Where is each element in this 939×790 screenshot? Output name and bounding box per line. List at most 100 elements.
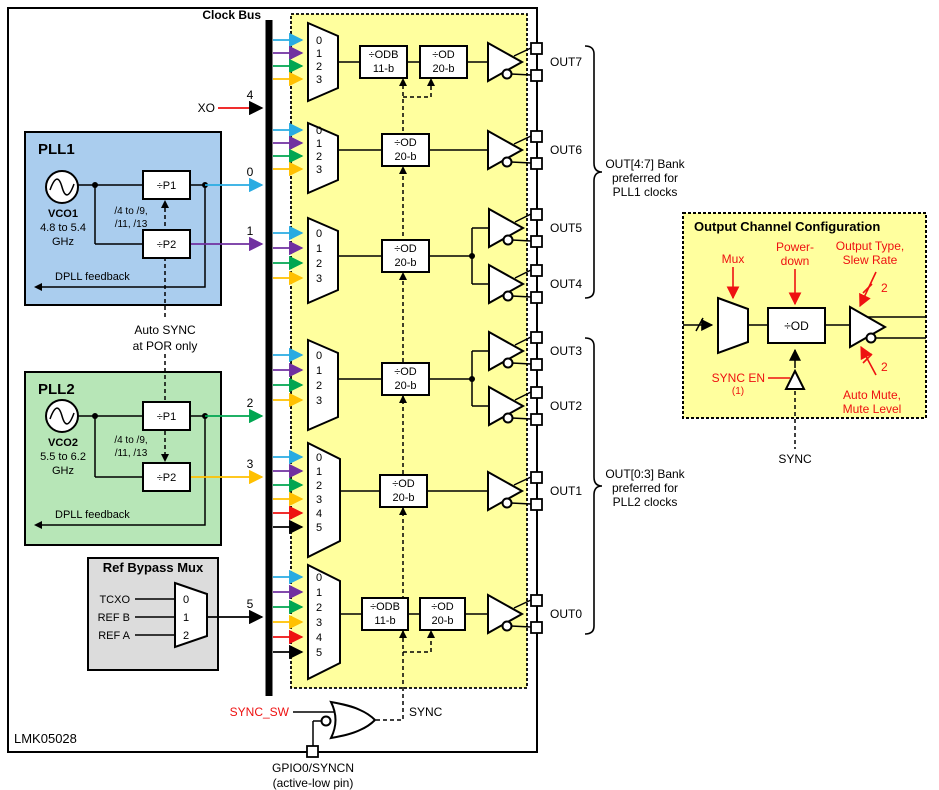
- mux-port: 0: [316, 572, 322, 584]
- sync-or-gate: [329, 700, 377, 740]
- divider-label: ÷OD: [431, 601, 454, 613]
- mux-port: 1: [316, 365, 322, 377]
- mux-port: 5: [316, 647, 322, 659]
- out0-pin-p: [530, 594, 543, 607]
- mux-port: 2: [316, 61, 322, 73]
- ref-mux-title: Ref Bypass Mux: [103, 560, 204, 575]
- xo-input: XO 4: [198, 88, 264, 116]
- pll2-p2-label: ÷P2: [157, 472, 177, 484]
- divider-label: 20-b: [431, 615, 453, 627]
- pll1-block: [24, 131, 222, 306]
- out5-pin-n: [530, 235, 543, 248]
- out1-pin-p: [530, 471, 543, 484]
- bus-tap-1: 1: [247, 224, 254, 238]
- pll2-pdiv-line1: /4 to /9,: [114, 435, 147, 446]
- occ-od-label: ÷OD: [784, 319, 809, 333]
- mux-port: 3: [316, 494, 322, 506]
- occ-od-divider: [767, 307, 826, 344]
- mux-port: 0: [316, 350, 322, 362]
- ref-mux-port-1: 1: [183, 612, 189, 624]
- out0-od-divider: [419, 597, 466, 631]
- divider-label: ÷OD: [394, 243, 417, 255]
- pll1-feedback-label: DPLL feedback: [55, 271, 130, 283]
- divider-label: 20-b: [394, 151, 416, 163]
- bank-out03-brace: [584, 337, 603, 635]
- bus-tap-3: 3: [247, 457, 254, 471]
- occ-sync-label: SYNC: [778, 452, 812, 466]
- mux-port: 1: [316, 48, 322, 60]
- bank-out03-line1: OUT[0:3] Bank: [605, 467, 685, 481]
- channel-out0: 0 1 2 3 4 5 ÷ODB 11-b ÷OD 20-b OUT0: [307, 563, 582, 681]
- out0-mux: [307, 563, 341, 681]
- pll2-p2-divider: [142, 462, 191, 492]
- ref-mux-port-0: 0: [183, 594, 189, 606]
- out2-buffer-inv-bubble: [502, 412, 514, 424]
- sync-distribution-line: [376, 78, 435, 721]
- out3-out2-od-divider: [381, 362, 430, 396]
- clock-bus-label: Clock Bus: [202, 8, 261, 22]
- occ-mute-bus-slash: [862, 353, 873, 364]
- divider-label: 20-b: [394, 257, 416, 269]
- vco1-range-line1: 4.8 to 5.4: [40, 222, 86, 234]
- mux-port: 4: [316, 508, 322, 520]
- occ-input-bus-slash: [695, 317, 704, 332]
- vco1-label: VCO1: [48, 208, 78, 220]
- out0-label: OUT0: [550, 607, 582, 621]
- out6-pin-n: [530, 157, 543, 170]
- pll2-pdiv-line2: /11, /13: [115, 448, 148, 459]
- out7-label: OUT7: [550, 55, 582, 69]
- vco1-sine-icon: [49, 178, 75, 196]
- occ-mute-arrow: [860, 345, 877, 376]
- ref-input-tcxo: TCXO: [99, 594, 130, 606]
- out6-od-divider: [381, 133, 430, 167]
- mux-port: 5: [316, 522, 322, 534]
- out3-label: OUT3: [550, 344, 582, 358]
- divider-label: ÷OD: [392, 478, 415, 490]
- ref-mux-selector: [174, 581, 208, 649]
- gpio-invert-bubble: [320, 715, 332, 727]
- divider-label: 20-b: [392, 492, 414, 504]
- pll2-p1-label: ÷P1: [157, 411, 177, 423]
- pll2-feedback-label: DPLL feedback: [55, 509, 130, 521]
- vco2-sine-icon: [49, 407, 75, 425]
- sync-sw-label: SYNC_SW: [230, 705, 290, 719]
- pll1-p2-label: ÷P2: [157, 239, 177, 251]
- bank-out47-line3: PLL1 clocks: [613, 185, 678, 199]
- occ-auto-mute-line2: Mute Level: [843, 402, 902, 416]
- mux-port: 1: [316, 466, 322, 478]
- out3-out2-mux: [307, 338, 339, 432]
- occ-title: Output Channel Configuration: [694, 219, 880, 234]
- occ-sync-buffer: [784, 368, 806, 390]
- occ-powerdown-line2: down: [781, 254, 810, 268]
- out1-od-divider: [379, 474, 428, 508]
- channel-out7: 0 1 2 3 ÷ODB 11-b ÷OD 20-b OUT7: [307, 21, 582, 103]
- out6-mux: [307, 121, 339, 195]
- device-label: LMK05028: [14, 731, 77, 746]
- out7-odb-divider: [359, 45, 408, 79]
- mux-port: 3: [316, 617, 322, 629]
- vco2-range-line2: GHz: [52, 465, 74, 477]
- out0-buffer-inv-bubble: [501, 620, 513, 632]
- pll1-pdiv-line1: /4 to /9,: [114, 206, 147, 217]
- mux-port: 4: [316, 632, 322, 644]
- occ-sync-en-note: (1): [732, 386, 744, 397]
- bus-tap-5: 5: [247, 597, 254, 611]
- occ-auto-mute-line1: Auto Mute,: [843, 388, 901, 402]
- out4-pin-p: [530, 264, 543, 277]
- pll1-title: PLL1: [38, 141, 75, 158]
- divider-label: ÷OD: [432, 49, 455, 61]
- pll1: PLL1 ÷P1 ÷P2 VCO1 4.8 to 5.4 GHz /4 to /…: [34, 141, 264, 291]
- mux-port: 1: [316, 138, 322, 150]
- out2-label: OUT2: [550, 399, 582, 413]
- bank-out03-line2: preferred for: [612, 481, 678, 495]
- mux-port: 2: [316, 602, 322, 614]
- ref-mux-port-2: 2: [183, 630, 189, 642]
- channel-out5-out4: 0 1 2 3 ÷OD 20-b OUT5 OUT4: [307, 207, 582, 305]
- out5-pin-p: [530, 208, 543, 221]
- out7-pin-n: [530, 69, 543, 82]
- mux-port: 2: [316, 151, 322, 163]
- gpio0-syncn-pin: [306, 745, 319, 758]
- clock-bus-bar: [265, 20, 273, 696]
- ref-input-refa: REF A: [98, 630, 130, 642]
- out1-mux: [307, 441, 341, 559]
